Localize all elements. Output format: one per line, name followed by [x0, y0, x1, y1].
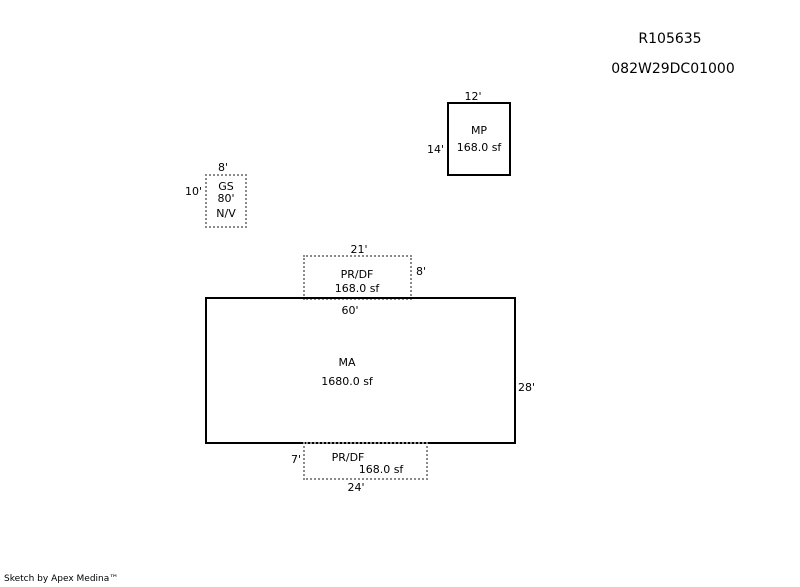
mp-width: 12' — [464, 90, 482, 103]
prdf-top-width: 21' — [350, 243, 368, 256]
sketch-credit: Sketch by Apex Medina™ — [4, 574, 119, 584]
gs-label: GS — [218, 180, 234, 193]
area-ma — [205, 297, 516, 444]
mp-area: 168.0 sf — [456, 141, 502, 154]
prdf-bottom-width: 24' — [347, 481, 365, 494]
area-prdf-top — [303, 255, 412, 300]
area-prdf-bottom — [303, 442, 428, 480]
gs-width: 8' — [217, 161, 229, 174]
mp-label: MP — [470, 124, 488, 137]
ma-label: MA — [338, 356, 356, 369]
parcel-number: 082W29DC01000 — [611, 61, 735, 77]
gs-area: 80' — [217, 192, 235, 205]
gs-depth: 10' — [185, 185, 203, 198]
mp-depth: 14' — [427, 143, 445, 156]
prdf-top-label: PR/DF — [340, 268, 374, 281]
prdf-top-depth: 8' — [416, 265, 427, 278]
account-number: R105635 — [638, 31, 702, 47]
area-gs — [205, 174, 247, 228]
prdf-bottom-depth: 7' — [291, 453, 302, 466]
gs-note: N/V — [216, 207, 236, 220]
ma-area: 1680.0 sf — [321, 375, 373, 388]
prdf-bottom-area: 168.0 sf — [358, 463, 404, 476]
prdf-bottom-label: PR/DF — [331, 451, 365, 464]
ma-width: 60' — [341, 304, 359, 317]
ma-depth: 28' — [518, 381, 536, 394]
prdf-top-area: 168.0 sf — [334, 282, 380, 295]
area-mp — [447, 102, 511, 176]
